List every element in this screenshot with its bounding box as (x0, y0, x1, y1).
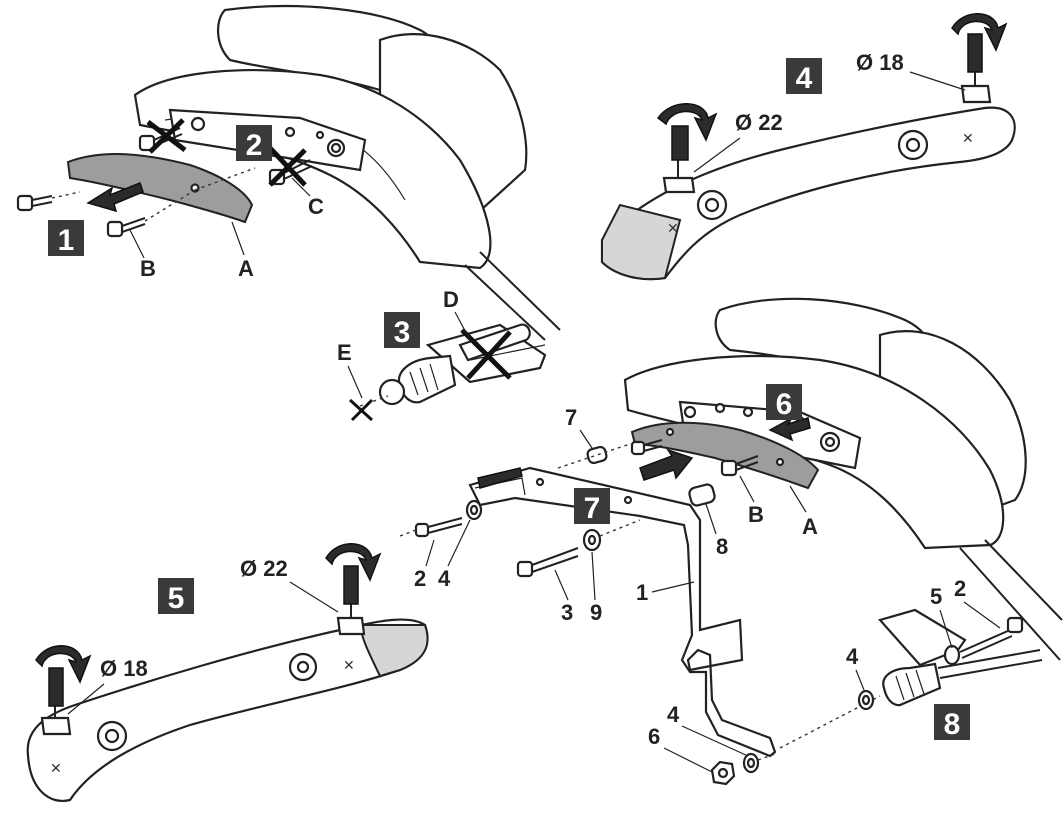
label-1: 1 (636, 580, 648, 605)
svg-text:7: 7 (584, 492, 601, 525)
label-8: 8 (716, 534, 728, 559)
label-5: 5 (930, 584, 942, 609)
svg-text:5: 5 (168, 582, 185, 615)
step-badge-3: 3 (384, 312, 420, 349)
footrest-step8 (779, 608, 1043, 749)
insert-18-step5 (40, 690, 72, 736)
label-b-step6: B (748, 502, 764, 527)
bolt-b (720, 455, 759, 477)
insert-stem (671, 125, 689, 161)
dim-18-step5: Ø 18 (100, 656, 148, 681)
washer-9 (582, 528, 602, 552)
svg-text:2: 2 (246, 129, 263, 162)
label-7: 7 (565, 405, 577, 430)
step-badge-5: 5 (158, 578, 194, 615)
remove-x-icon (138, 118, 187, 154)
footrest-step3 (348, 323, 547, 422)
dim-18-step4: Ø 18 (856, 50, 904, 75)
remove-x-icon (348, 398, 374, 422)
nut-6 (710, 760, 736, 786)
label-d: D (443, 287, 459, 312)
pannier-bracket-1 (468, 466, 777, 758)
svg-text:✕: ✕ (962, 131, 974, 147)
rotate-arrow-icon (325, 543, 382, 582)
direction-arrow-icon (639, 448, 694, 481)
bolt-icon (630, 439, 663, 456)
label-4-bottom: 4 (667, 702, 680, 727)
spacer-8 (688, 483, 716, 507)
step-badge-4: 4 (786, 58, 822, 95)
label-9: 9 (590, 600, 602, 625)
washer-4-bottom (742, 752, 760, 774)
step-badge-8: 8 (934, 704, 970, 741)
grab-handle-a-step6 (630, 421, 820, 490)
remove-x-icon (268, 146, 313, 187)
svg-text:4: 4 (796, 62, 813, 95)
label-3: 3 (561, 600, 573, 625)
svg-text:✕: ✕ (667, 221, 679, 237)
label-e: E (337, 340, 352, 365)
bolt-icon (106, 189, 196, 238)
svg-text:✕: ✕ (343, 658, 355, 674)
rotate-arrow-icon (951, 13, 1008, 52)
bolt-icon (16, 191, 81, 212)
rotate-arrow-icon (656, 103, 718, 142)
label-4: 4 (438, 566, 451, 591)
rotate-arrow-icon (35, 645, 92, 684)
label-2-step8: 2 (954, 576, 966, 601)
grab-handle-a (66, 153, 254, 224)
label-a-step6: A (802, 514, 818, 539)
label-2: 2 (414, 566, 426, 591)
step-badge-1: 1 (48, 220, 84, 257)
dim-22-step5: Ø 22 (240, 556, 288, 581)
bolt-3 (516, 547, 579, 578)
washer-4-step8 (857, 689, 875, 711)
label-c: C (308, 194, 324, 219)
svg-text:✕: ✕ (50, 761, 62, 777)
step-badge-2: 2 (236, 125, 272, 162)
direction-arrow-icon (86, 182, 144, 213)
motorcycle-tail-top (133, 4, 561, 341)
remove-x-icon (460, 328, 512, 380)
step-badge-6: 6 (766, 384, 802, 421)
label-6: 6 (648, 724, 660, 749)
spacer-7 (586, 445, 608, 465)
svg-text:1: 1 (58, 224, 75, 257)
svg-text:3: 3 (394, 316, 411, 349)
grab-handle-step4: ✕ ✕ (600, 106, 1016, 281)
label-a: A (238, 256, 254, 281)
motorcycle-tail-bottom (623, 297, 1063, 661)
label-b: B (140, 256, 156, 281)
svg-text:8: 8 (944, 708, 961, 741)
bolt-2 (399, 517, 463, 538)
svg-text:6: 6 (776, 388, 793, 421)
step-badge-7: 7 (574, 488, 610, 525)
label-4-step8: 4 (846, 644, 859, 669)
washer-4 (465, 499, 483, 521)
grab-handle-step5: ✕ ✕ (26, 618, 429, 803)
dim-22-step4: Ø 22 (735, 110, 783, 135)
